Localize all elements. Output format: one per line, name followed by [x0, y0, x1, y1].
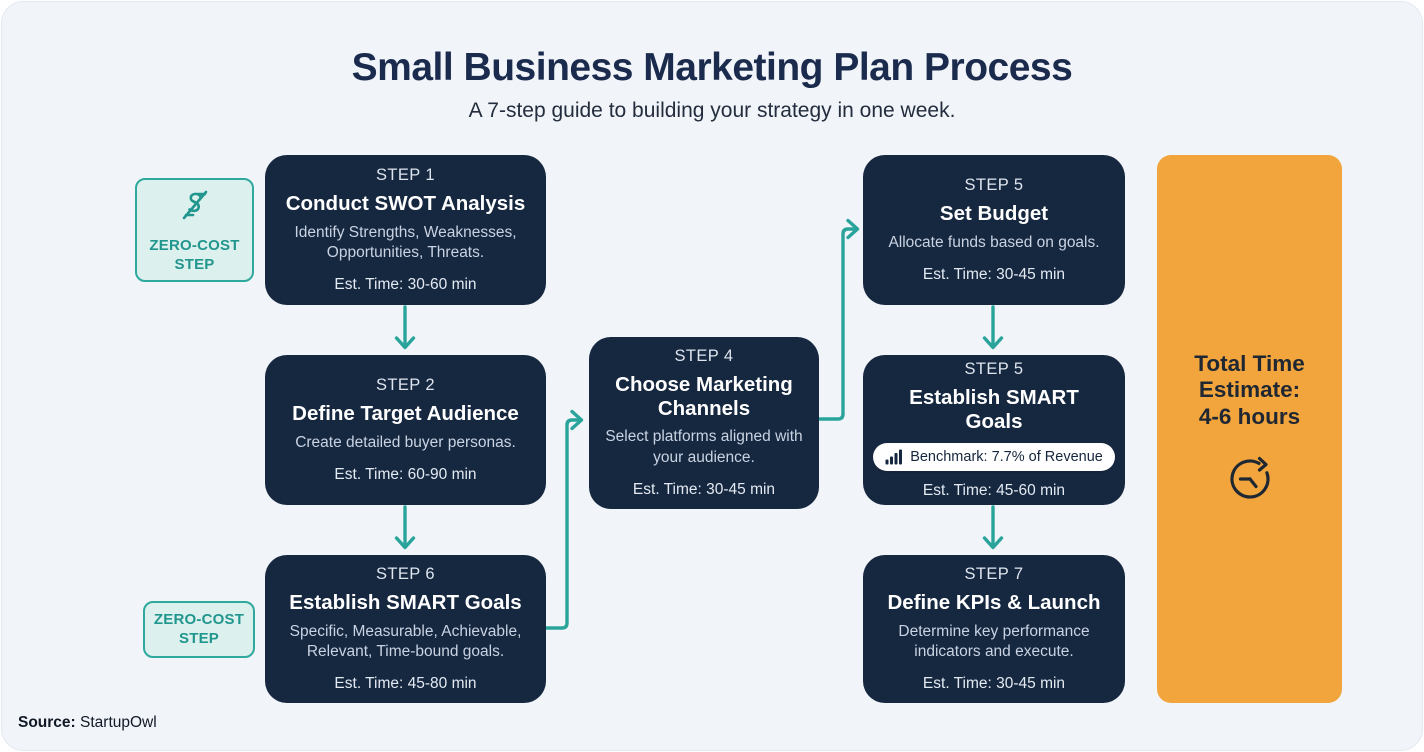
money-off-icon — [175, 185, 215, 231]
step-desc: Allocate funds based on goals. — [888, 233, 1100, 251]
benchmark-badge: Benchmark: 7.7% of Revenue — [873, 443, 1115, 472]
step-label: STEP 5 — [964, 176, 1024, 195]
step-desc: Identify Strengths, Weaknesses, Opportun… — [294, 223, 517, 261]
total-time-panel: Total Time Estimate: 4-6 hours — [1157, 155, 1342, 703]
step-label: STEP 4 — [674, 347, 734, 366]
step-card-5-budget: STEP 5 Set Budget Allocate funds based o… — [863, 155, 1125, 305]
step-label: STEP 2 — [376, 376, 435, 395]
step-time: Est. Time: 60-90 min — [334, 465, 477, 483]
step-card-6: STEP 6 Establish SMART Goals Specific, M… — [265, 555, 546, 703]
step-time: Est. Time: 45-80 min — [334, 674, 477, 692]
step-card-2: STEP 2 Define Target Audience Create det… — [265, 355, 546, 505]
step-label: STEP 6 — [376, 565, 435, 584]
source-attribution: Source: StartupOwl — [18, 714, 157, 732]
step-time: Est. Time: 45-60 min — [922, 482, 1066, 500]
step-title: Set Budget — [939, 202, 1049, 226]
zero-cost-badge-top: ZERO-COST STEP — [135, 178, 254, 282]
step-time: Est. Time: 30-45 min — [632, 480, 776, 498]
step-time: Est. Time: 30-45 min — [922, 265, 1066, 283]
step-card-5-smart-goals: STEP 5 Establish SMART Goals Benchmark: … — [863, 355, 1125, 505]
step-title: Define KPIs & Launch — [887, 591, 1101, 615]
source-label: Source: — [18, 714, 76, 731]
step-card-7: STEP 7 Define KPIs & Launch Determine ke… — [863, 555, 1125, 703]
step-desc: Specific, Measurable, Achievable, Releva… — [289, 622, 522, 660]
total-time-line3: 4-6 hours — [1198, 403, 1301, 429]
bar-chart-icon — [885, 449, 903, 465]
step-card-4: STEP 4 Choose Marketing Channels Select … — [589, 337, 819, 509]
step-label: STEP 1 — [376, 166, 435, 185]
page-subtitle: A 7-step guide to building your strategy… — [468, 99, 956, 122]
step-time: Est. Time: 30-45 min — [922, 674, 1066, 692]
zero-cost-badge-bottom: ZERO-COST STEP — [143, 601, 255, 658]
step-title: Define Target Audience — [292, 402, 519, 426]
zero-cost-label-line1: ZERO-COST — [153, 610, 245, 628]
step-title: Establish SMART Goals — [909, 385, 1079, 433]
step-desc: Determine key performance indicators and… — [898, 622, 1090, 660]
step-desc: Create detailed buyer personas. — [295, 433, 516, 451]
step-desc: Select platforms aligned with your audie… — [605, 428, 803, 466]
total-time-line2: Estimate: — [1198, 377, 1301, 403]
step-title: Establish SMART Goals — [289, 591, 522, 615]
zero-cost-label-line2: STEP — [174, 255, 215, 273]
benchmark-text: Benchmark: 7.7% of Revenue — [910, 449, 1103, 466]
step-card-1: STEP 1 Conduct SWOT Analysis Identify St… — [265, 155, 546, 305]
step-title: Conduct SWOT Analysis — [285, 192, 526, 216]
source-value: StartupOwl — [80, 714, 157, 731]
total-time-line1: Total Time — [1194, 350, 1305, 376]
step-label: STEP 5 — [964, 359, 1024, 378]
step-time: Est. Time: 30-60 min — [334, 275, 477, 293]
zero-cost-label-line2: STEP — [179, 629, 219, 647]
page-title: Small Business Marketing Plan Process — [351, 46, 1073, 89]
zero-cost-label-line1: ZERO-COST — [149, 237, 240, 255]
step-label: STEP 7 — [964, 565, 1024, 584]
clock-arrow-icon — [1226, 454, 1274, 507]
step-title: Choose Marketing Channels — [615, 373, 793, 420]
